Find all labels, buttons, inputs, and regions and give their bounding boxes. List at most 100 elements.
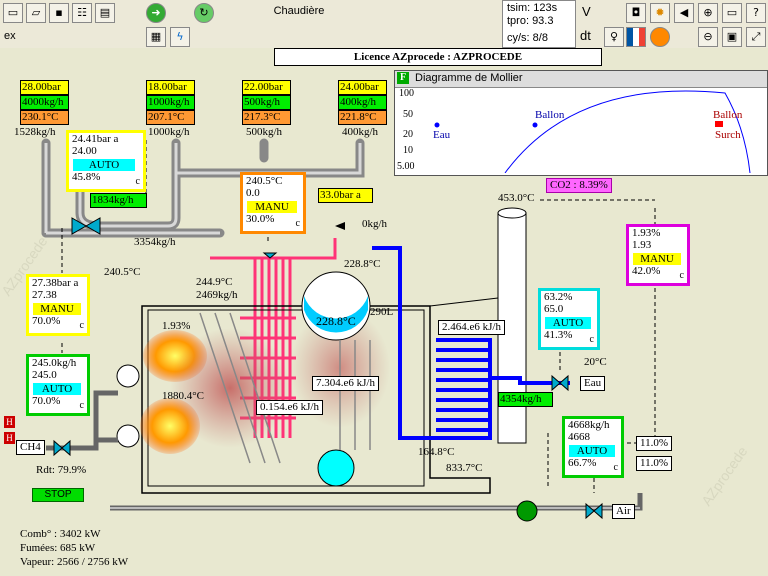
o2-reading-2: 11.0%	[636, 456, 673, 471]
flame-temp: 1880.4°C	[162, 390, 204, 402]
fcgas-config[interactable]: c	[79, 400, 84, 411]
image-icon[interactable]: ▣	[722, 27, 742, 47]
heat-convection: 7.304.e6 kJ/h	[312, 376, 379, 391]
temp-label: 164.8°C	[418, 446, 455, 458]
level-controller[interactable]: 63.2% 65.0 AUTO 41.3% c	[538, 288, 600, 350]
go-arrow-icon[interactable]: ➜	[146, 3, 166, 23]
o2c-sp: 1.93	[632, 239, 652, 251]
folder-icon[interactable]: ▭	[3, 3, 23, 23]
stop-button[interactable]: STOP	[32, 488, 84, 502]
air-flow-controller[interactable]: 4668kg/h 4668 AUTO 66.7% c	[562, 416, 624, 478]
pc2-config[interactable]: c	[79, 320, 84, 331]
tree-icon[interactable]: ☷	[72, 3, 92, 23]
pc1-sp: 24.00	[72, 145, 97, 157]
open-folder-icon[interactable]: ▱	[26, 3, 46, 23]
calculator-icon[interactable]: ▤	[95, 3, 115, 23]
mollier-point-ballon: Ballon	[535, 109, 565, 121]
fcgas-mode[interactable]: AUTO	[33, 383, 81, 395]
o2-controller[interactable]: 1.93% 1.93 MANU 42.0% c	[626, 224, 690, 286]
fcair-pv: 4668kg/h	[568, 419, 610, 431]
user4-pressure[interactable]: 24.00bar	[338, 80, 387, 95]
combustion-power: Comb° : 3402 kW	[20, 528, 101, 540]
pc1-config[interactable]: c	[135, 176, 140, 187]
monitor-icon[interactable]: ▭	[722, 3, 742, 23]
user1-pressure[interactable]: 28.00bar	[20, 80, 69, 95]
pc2-output: 70.0%	[32, 315, 61, 327]
tc1-mode[interactable]: MANU	[247, 201, 297, 213]
user2-flow[interactable]: 1000kg/h	[146, 95, 195, 110]
dt-label[interactable]: dt	[580, 28, 591, 43]
camera-icon[interactable]: ◘	[626, 3, 646, 23]
license-banner: Licence AZprocede : AZPROCEDE	[274, 48, 602, 66]
flow-label: 2469kg/h	[196, 289, 238, 301]
zoom-out-icon[interactable]: ⊖	[698, 27, 718, 47]
expand-icon[interactable]: ⤢	[746, 27, 766, 47]
high-alarm-2[interactable]: H	[4, 432, 15, 444]
water-pipes	[372, 246, 570, 440]
high-alarm-1[interactable]: H	[4, 416, 15, 428]
heat-superheater: 0.154.e6 kJ/h	[256, 400, 323, 415]
fcgas-pv: 245.0kg/h	[32, 357, 77, 369]
user3-temp: 217.3°C	[242, 110, 291, 125]
refresh-icon[interactable]: ↻	[194, 3, 214, 23]
water-flow: 4354kg/h	[498, 392, 553, 407]
pct-label: 1.93%	[162, 320, 191, 332]
temp-label: 20°C	[584, 356, 607, 368]
user3-pressure[interactable]: 22.00bar	[242, 80, 291, 95]
pressure-controller-1[interactable]: 24.41bar a 24.00 AUTO 45.8% c	[66, 130, 146, 192]
pc1-output: 45.8%	[72, 171, 101, 183]
pc2-mode[interactable]: MANU	[33, 303, 81, 315]
fcgas-sp: 245.0	[32, 369, 57, 381]
tc1-config[interactable]: c	[295, 218, 300, 229]
lc-mode[interactable]: AUTO	[545, 317, 591, 329]
o2c-pv: 1.93%	[632, 227, 661, 239]
user1-flow[interactable]: 4000kg/h	[20, 95, 69, 110]
valves	[53, 217, 603, 520]
lc-config[interactable]: c	[589, 334, 594, 345]
fcair-mode[interactable]: AUTO	[569, 445, 615, 457]
mollier-point-ballon2: Ballon	[713, 109, 743, 121]
flue-power: Fumées: 685 kW	[20, 542, 96, 554]
steam-drum	[301, 271, 371, 487]
flag-fr-icon[interactable]	[626, 27, 646, 47]
key-icon[interactable]: ♀	[604, 27, 624, 47]
mollier-point-eau: Eau	[433, 129, 451, 141]
firefox-icon[interactable]	[650, 27, 670, 47]
burner-fans	[116, 364, 140, 448]
sim-stats: tsim: 123s tpro: 93.3 cy/s: 8/8	[502, 0, 576, 48]
mollier-header: F Diagramme de Mollier	[395, 71, 767, 88]
mollier-title: Diagramme de Mollier	[415, 72, 523, 84]
toolbar: ▭ ▱ ▪ ☷ ▤ ➜ ↻ Chaudière tsim: 123s tpro:…	[0, 0, 768, 49]
mollier-chart[interactable]: F Diagramme de Mollier 100 50 20 10 5.00…	[394, 70, 768, 176]
mollier-ytick: 10	[403, 145, 413, 156]
user2-pressure[interactable]: 18.00bar	[146, 80, 195, 95]
temp-label: 240.5°C	[104, 266, 141, 278]
v-label[interactable]: V	[582, 4, 591, 19]
save-icon[interactable]: ▪	[49, 3, 69, 23]
pc1-mode[interactable]: AUTO	[73, 159, 135, 171]
o2-reading-1: 11.0%	[636, 436, 673, 451]
zoom-in-icon[interactable]: ⊕	[698, 3, 718, 23]
pc2-sp: 27.38	[32, 289, 57, 301]
mollier-ytick: 20	[403, 129, 413, 140]
help-icon[interactable]: ?	[746, 3, 766, 23]
o2c-mode[interactable]: MANU	[633, 253, 681, 265]
lightning-icon[interactable]: ϟ	[170, 27, 190, 47]
window-title: Chaudière	[273, 5, 325, 17]
tc1-pv: 240.5°C	[246, 175, 283, 187]
gas-flow-controller[interactable]: 245.0kg/h 245.0 AUTO 70.0% c	[26, 354, 90, 416]
gear-icon[interactable]: ✹	[650, 3, 670, 23]
user4-flow[interactable]: 400kg/h	[338, 95, 387, 110]
flow-label: 500kg/h	[246, 126, 283, 138]
o2c-config[interactable]: c	[679, 270, 684, 281]
lc-output: 41.3%	[544, 329, 573, 341]
mollier-f-badge[interactable]: F	[397, 72, 409, 84]
user3-flow[interactable]: 500kg/h	[242, 95, 291, 110]
pressure-controller-2[interactable]: 27.38bar a 27.38 MANU 70.0% c	[26, 274, 90, 336]
fcair-config[interactable]: c	[613, 462, 618, 473]
calendar-icon[interactable]: ▦	[146, 27, 166, 47]
temp-controller-1[interactable]: 240.5°C 0.0 MANU 30.0% c	[240, 172, 306, 234]
fcair-output: 66.7%	[568, 457, 597, 469]
speaker-icon[interactable]: ◀	[674, 3, 694, 23]
safety-valve	[335, 222, 345, 230]
